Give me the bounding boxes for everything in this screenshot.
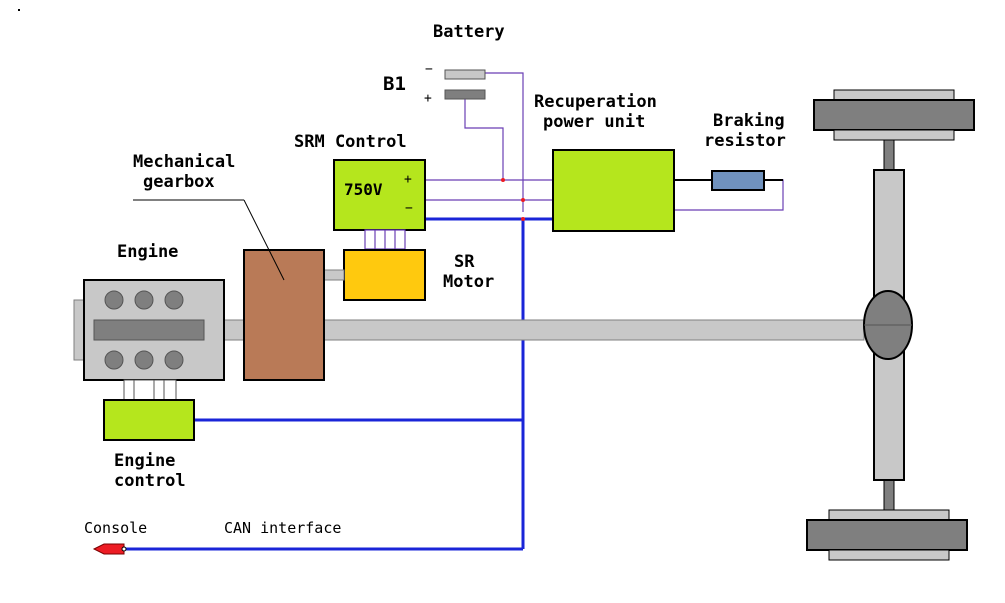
wheel-top-rim-inner bbox=[833, 129, 955, 141]
cylinder-icon bbox=[134, 290, 154, 310]
wheel-bottom-rim bbox=[828, 549, 950, 561]
wheel-top-rim bbox=[833, 89, 955, 101]
cylinder-icon bbox=[134, 350, 154, 370]
battery-minus-sign: − bbox=[425, 62, 433, 77]
engine-control-box bbox=[103, 399, 195, 441]
engine-label: Engine bbox=[117, 242, 178, 262]
junction-dot bbox=[521, 217, 525, 221]
junction-dot bbox=[501, 178, 505, 182]
srm-voltage-label: 750V bbox=[344, 180, 383, 199]
wire-battery-minus bbox=[485, 72, 524, 212]
drive-shaft bbox=[323, 319, 865, 341]
recuperation-label-line1: Recuperation bbox=[534, 92, 657, 112]
engine-control-wires bbox=[123, 379, 177, 401]
corner-dot bbox=[18, 9, 20, 11]
srm-control-label: SRM Control bbox=[294, 132, 407, 152]
b1-label: B1 bbox=[383, 73, 406, 95]
wheel-top bbox=[813, 99, 975, 131]
wheel-bottom-rim-inner bbox=[828, 509, 950, 521]
motor-coupling-shaft bbox=[323, 269, 345, 281]
battery-symbol bbox=[444, 69, 486, 100]
cylinder-icon bbox=[104, 290, 124, 310]
cylinder-icon bbox=[164, 350, 184, 370]
recuperation-unit-box bbox=[552, 149, 675, 232]
srm-plus-terminal: + bbox=[404, 172, 412, 187]
braking-label-line2: resistor bbox=[704, 131, 786, 151]
sr-motor-box bbox=[343, 249, 426, 301]
wheel-bottom bbox=[806, 519, 968, 551]
gearbox-label-line2: gearbox bbox=[143, 172, 215, 192]
sr-motor-label-line2: Motor bbox=[443, 272, 494, 292]
engine-head bbox=[93, 319, 205, 341]
srm-minus-terminal: − bbox=[405, 201, 413, 216]
srm-motor-wires bbox=[364, 229, 406, 250]
wire-battery-plus bbox=[464, 95, 504, 180]
axle-stub-top bbox=[883, 139, 895, 171]
can-bus-lines bbox=[126, 217, 553, 551]
engine-side-plate bbox=[73, 299, 85, 361]
axle-stub-bottom bbox=[883, 479, 895, 511]
engine-control-label-line1: Engine bbox=[114, 451, 175, 471]
mechanical-gearbox bbox=[243, 249, 325, 381]
sr-motor-label-line1: SR bbox=[454, 252, 475, 272]
cylinder-icon bbox=[104, 350, 124, 370]
engine-cylinders bbox=[104, 290, 184, 370]
can-interface-label: CAN interface bbox=[224, 519, 341, 537]
battery-plate-minus bbox=[444, 69, 486, 80]
gearbox-leader-line-diag bbox=[243, 199, 285, 281]
gearbox-label-line1: Mechanical bbox=[133, 152, 235, 172]
engine-control-label-line2: control bbox=[114, 471, 186, 491]
battery-label: Battery bbox=[433, 22, 505, 42]
braking-resistor bbox=[711, 170, 765, 191]
cylinder-icon bbox=[164, 290, 184, 310]
recuperation-label-line2: power unit bbox=[543, 112, 645, 132]
axle-assembly bbox=[806, 89, 975, 561]
console-connector-icon bbox=[92, 543, 127, 555]
junction-dot bbox=[521, 198, 525, 202]
srm-control-box bbox=[333, 159, 426, 231]
console-label: Console bbox=[84, 519, 147, 537]
battery-plate-plus bbox=[444, 89, 486, 100]
engine-output-shaft bbox=[223, 319, 247, 341]
braking-label-line1: Braking bbox=[713, 111, 785, 131]
junction-dots bbox=[501, 178, 525, 221]
battery-plus-sign: + bbox=[424, 91, 432, 106]
